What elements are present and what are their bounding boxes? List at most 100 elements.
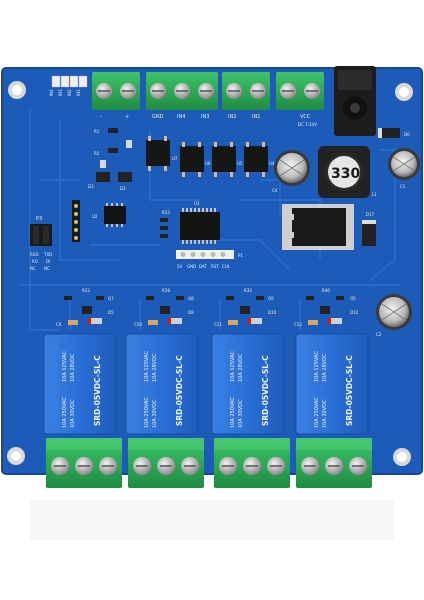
svg-text:+: + [125,114,129,120]
svg-text:IN3: IN3 [201,114,209,120]
svg-text:RXD: RXD [30,252,39,257]
diode-d6: D6 [378,128,410,138]
svg-text:10A 125VAC: 10A 125VAC [230,351,236,382]
svg-text:10A 30VDC: 10A 30VDC [322,399,328,428]
svg-text:10A 125VAC: 10A 125VAC [62,351,68,382]
relay-driver-row: R22 Q7 D5 C9 R28 Q8 D8 C10 R32 Q9 D10 C1… [56,288,359,327]
svg-text:U2: U2 [92,214,98,219]
svg-text:C11: C11 [214,322,222,327]
relay-4: SRD-05VDC-SL-C 10A 250VAC 10A 30VDC 10A … [295,333,369,435]
svg-text:U6: U6 [205,161,211,166]
uart-jumper-header[interactable]: P3 RXD TXD RO DI NC NC [30,216,52,271]
board-reflection [30,500,394,540]
svg-text:10A 125VAC: 10A 125VAC [314,351,320,382]
voltage-regulator [282,204,354,250]
svg-text:RO: RO [32,259,38,264]
bottom-terminal-3[interactable] [214,438,290,488]
svg-text:TXD: TXD [43,252,52,257]
svg-text:10A 28VDC: 10A 28VDC [322,353,328,382]
svg-text:D10: D10 [268,310,277,315]
svg-text:SRD-05VDC-SL-C: SRD-05VDC-SL-C [261,355,270,426]
svg-text:IN1: IN1 [252,114,260,120]
svg-text:R28: R28 [162,288,170,293]
bottom-terminal-1[interactable] [46,438,122,488]
svg-text:CLK: CLK [222,264,230,269]
microcontroller-u3: U3 [180,201,220,244]
svg-text:-: - [100,114,102,120]
relay-2: SRD-05VDC-SL-C 10A 250VAC 10A 30VDC 10A … [125,333,199,435]
svg-text:D6: D6 [404,132,410,137]
svg-text:U7: U7 [172,156,178,161]
svg-text:10A 28VDC: 10A 28VDC [70,353,76,382]
program-header-p1[interactable]: P1 5V GND DAT RST CLK [176,250,243,269]
svg-text:C2: C2 [376,332,382,337]
svg-text:L1: L1 [372,192,377,197]
svg-text:IN2: IN2 [228,114,236,120]
svg-text:5V: 5V [177,264,183,269]
svg-text:D12: D12 [350,310,359,315]
svg-text:SRD-05VDC-SL-C: SRD-05VDC-SL-C [345,355,354,426]
terminal-labels: - + GND IN4 IN3 IN2 IN1 VCC DC 7-24V [100,114,317,127]
top-terminal-in2-in1[interactable] [222,72,270,110]
svg-text:DAT: DAT [199,264,207,269]
smd-cluster-left: R1 R2 D3 D2 [88,128,132,191]
svg-text:10A 30VDC: 10A 30VDC [152,399,158,428]
led-label: IN1 [76,89,81,96]
svg-text:GND: GND [152,114,164,120]
svg-text:R22: R22 [82,288,90,293]
svg-text:D2: D2 [120,186,126,191]
svg-text:DI: DI [46,259,50,264]
svg-text:SRD-05VDC-SL-C: SRD-05VDC-SL-C [175,355,184,426]
svg-text:RST: RST [211,264,219,269]
svg-text:10A 250VAC: 10A 250VAC [230,397,236,428]
pcb-edge [1,67,423,475]
svg-text:U3: U3 [194,201,200,206]
svg-text:10A 28VDC: 10A 28VDC [152,353,158,382]
svg-text:R1: R1 [94,129,100,134]
top-terminal-power[interactable] [92,72,140,110]
indicator-leds: IN4 IN3 IN2 IN1 [49,75,88,96]
svg-text:10A 250VAC: 10A 250VAC [314,397,320,428]
svg-text:P1: P1 [238,253,243,258]
top-terminal-gnd-in4-in3[interactable] [146,72,218,110]
svg-text:R2: R2 [94,151,100,156]
svg-text:R23: R23 [162,210,170,215]
top-terminal-vcc[interactable] [276,72,324,110]
diode-d17: D17 [362,212,376,246]
svg-text:Q5: Q5 [350,296,356,301]
bottom-terminal-4[interactable] [296,438,372,488]
capacitor-c2: C2 [376,294,412,337]
mounting-holes [7,81,413,466]
vertical-pin-header[interactable] [72,200,80,242]
svg-text:Q8: Q8 [188,296,194,301]
svg-text:R40: R40 [322,288,330,293]
svg-text:C9: C9 [56,322,62,327]
svg-text:C1: C1 [400,184,406,189]
svg-text:SRD-05VDC-SL-C: SRD-05VDC-SL-C [93,355,102,426]
svg-text:10A 30VDC: 10A 30VDC [70,399,76,428]
svg-text:10A 30VDC: 10A 30VDC [238,399,244,428]
led-label: IN2 [67,89,72,96]
svg-text:10A 125VAC: 10A 125VAC [144,351,150,382]
svg-text:10A 250VAC: 10A 250VAC [144,397,150,428]
svg-text:Q7: Q7 [108,296,114,301]
svg-text:Q9: Q9 [268,296,274,301]
dc-barrel-jack[interactable] [334,66,376,136]
svg-text:U4: U4 [269,161,275,166]
led-label: IN4 [49,89,54,96]
svg-text:VCC: VCC [300,114,311,120]
optocoupler-row: U7 U6 U5 U4 [146,136,275,177]
svg-text:R32: R32 [244,288,252,293]
capacitor-c4: C4 [272,150,310,193]
svg-text:P3: P3 [36,216,42,222]
power-inductor: 330 L1 [318,146,377,198]
svg-text:C12: C12 [294,322,302,327]
relay-3: SRD-05VDC-SL-C 10A 250VAC 10A 30VDC 10A … [211,333,285,435]
relay-1: SRD-05VDC-SL-C 10A 250VAC 10A 30VDC 10A … [43,333,117,435]
svg-text:C4: C4 [272,188,278,193]
svg-text:10A 250VAC: 10A 250VAC [62,397,68,428]
svg-text:U5: U5 [237,161,243,166]
svg-text:330: 330 [331,166,360,182]
bottom-terminal-2[interactable] [128,438,204,488]
